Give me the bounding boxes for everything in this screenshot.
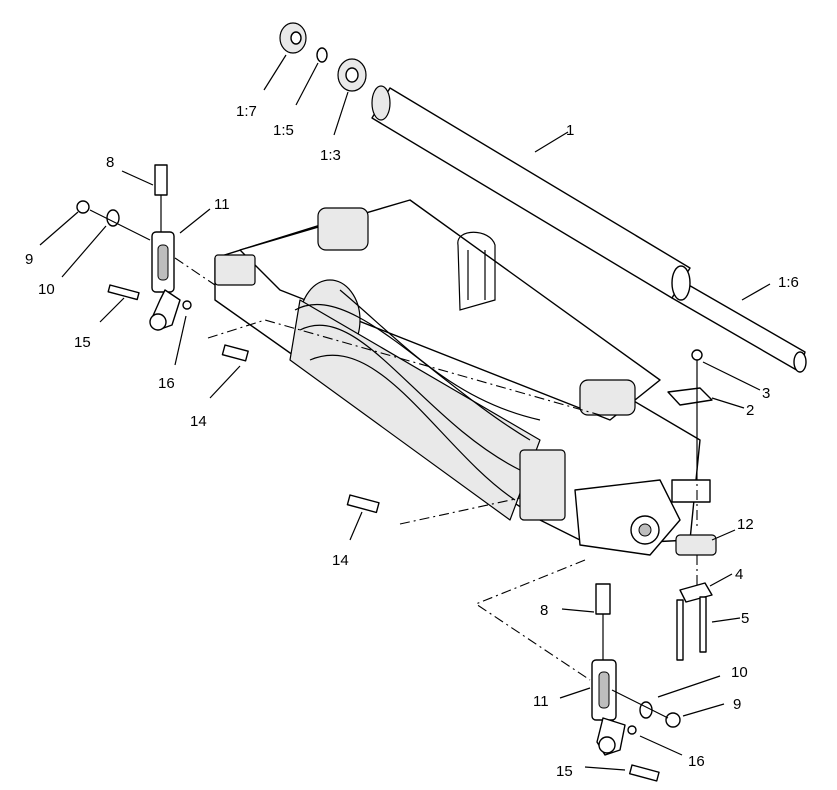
roller-assembly	[279, 22, 807, 373]
alignment-lines	[174, 257, 698, 681]
right-bracket-group	[667, 349, 717, 661]
label-part-1-5: 1:5	[273, 122, 294, 139]
label-part-2: 2	[746, 402, 754, 419]
label-part-1-3: 1:3	[320, 147, 341, 164]
bottom-height-adjuster	[346, 494, 681, 782]
label-part-16-left: 16	[158, 375, 175, 392]
left-height-adjuster	[76, 164, 249, 362]
label-part-1-7: 1:7	[236, 103, 257, 120]
part-labels: 1 1:7 1:5 1:3 1:6 2 3 4 5 8 8 9 9 10 10 …	[25, 103, 799, 780]
label-part-11-left: 11	[214, 196, 230, 213]
label-part-10-left: 10	[38, 281, 55, 298]
label-part-14-left: 14	[190, 413, 207, 430]
label-part-5: 5	[741, 610, 749, 627]
label-part-12: 12	[737, 516, 754, 533]
label-part-3: 3	[762, 385, 770, 402]
label-part-15-bottom: 15	[556, 763, 573, 780]
label-part-9-left: 9	[25, 251, 33, 268]
label-part-1: 1	[566, 122, 574, 139]
leader-lines	[39, 54, 771, 771]
reel-frame	[214, 199, 711, 556]
label-part-8-bottom: 8	[540, 602, 548, 619]
label-part-16-bottom: 16	[688, 753, 705, 770]
label-part-14-center: 14	[332, 552, 349, 569]
label-part-10-bottom: 10	[731, 664, 748, 681]
label-part-15-left: 15	[74, 334, 91, 351]
label-part-8-left: 8	[106, 154, 114, 171]
label-part-4: 4	[735, 566, 743, 583]
label-part-1-6: 1:6	[778, 274, 799, 291]
label-part-11-bottom: 11	[533, 693, 549, 710]
label-part-9-bottom: 9	[733, 696, 741, 713]
